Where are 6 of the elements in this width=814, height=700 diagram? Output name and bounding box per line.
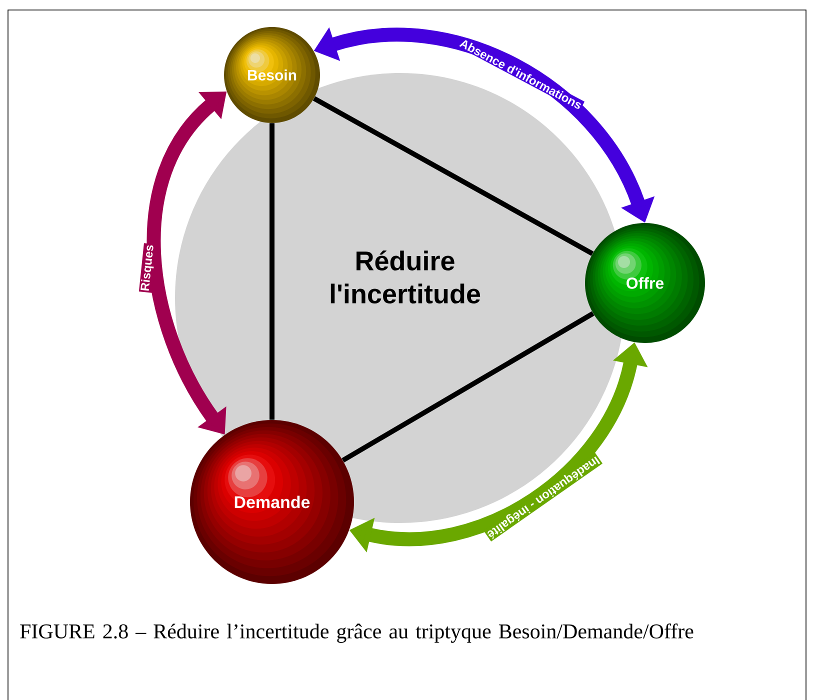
center-text: Réduire l'incertitude xyxy=(330,250,480,304)
edge-label: Risques xyxy=(138,243,158,293)
sphere: Demande xyxy=(190,420,354,584)
caption: FIGURE 2.8 – Réduire l’incertitude grâce au triptyque Besoin/Demande/Offre xyxy=(20,624,694,643)
sphere: Besoin xyxy=(224,26,320,123)
sphere: Offre xyxy=(585,222,705,343)
